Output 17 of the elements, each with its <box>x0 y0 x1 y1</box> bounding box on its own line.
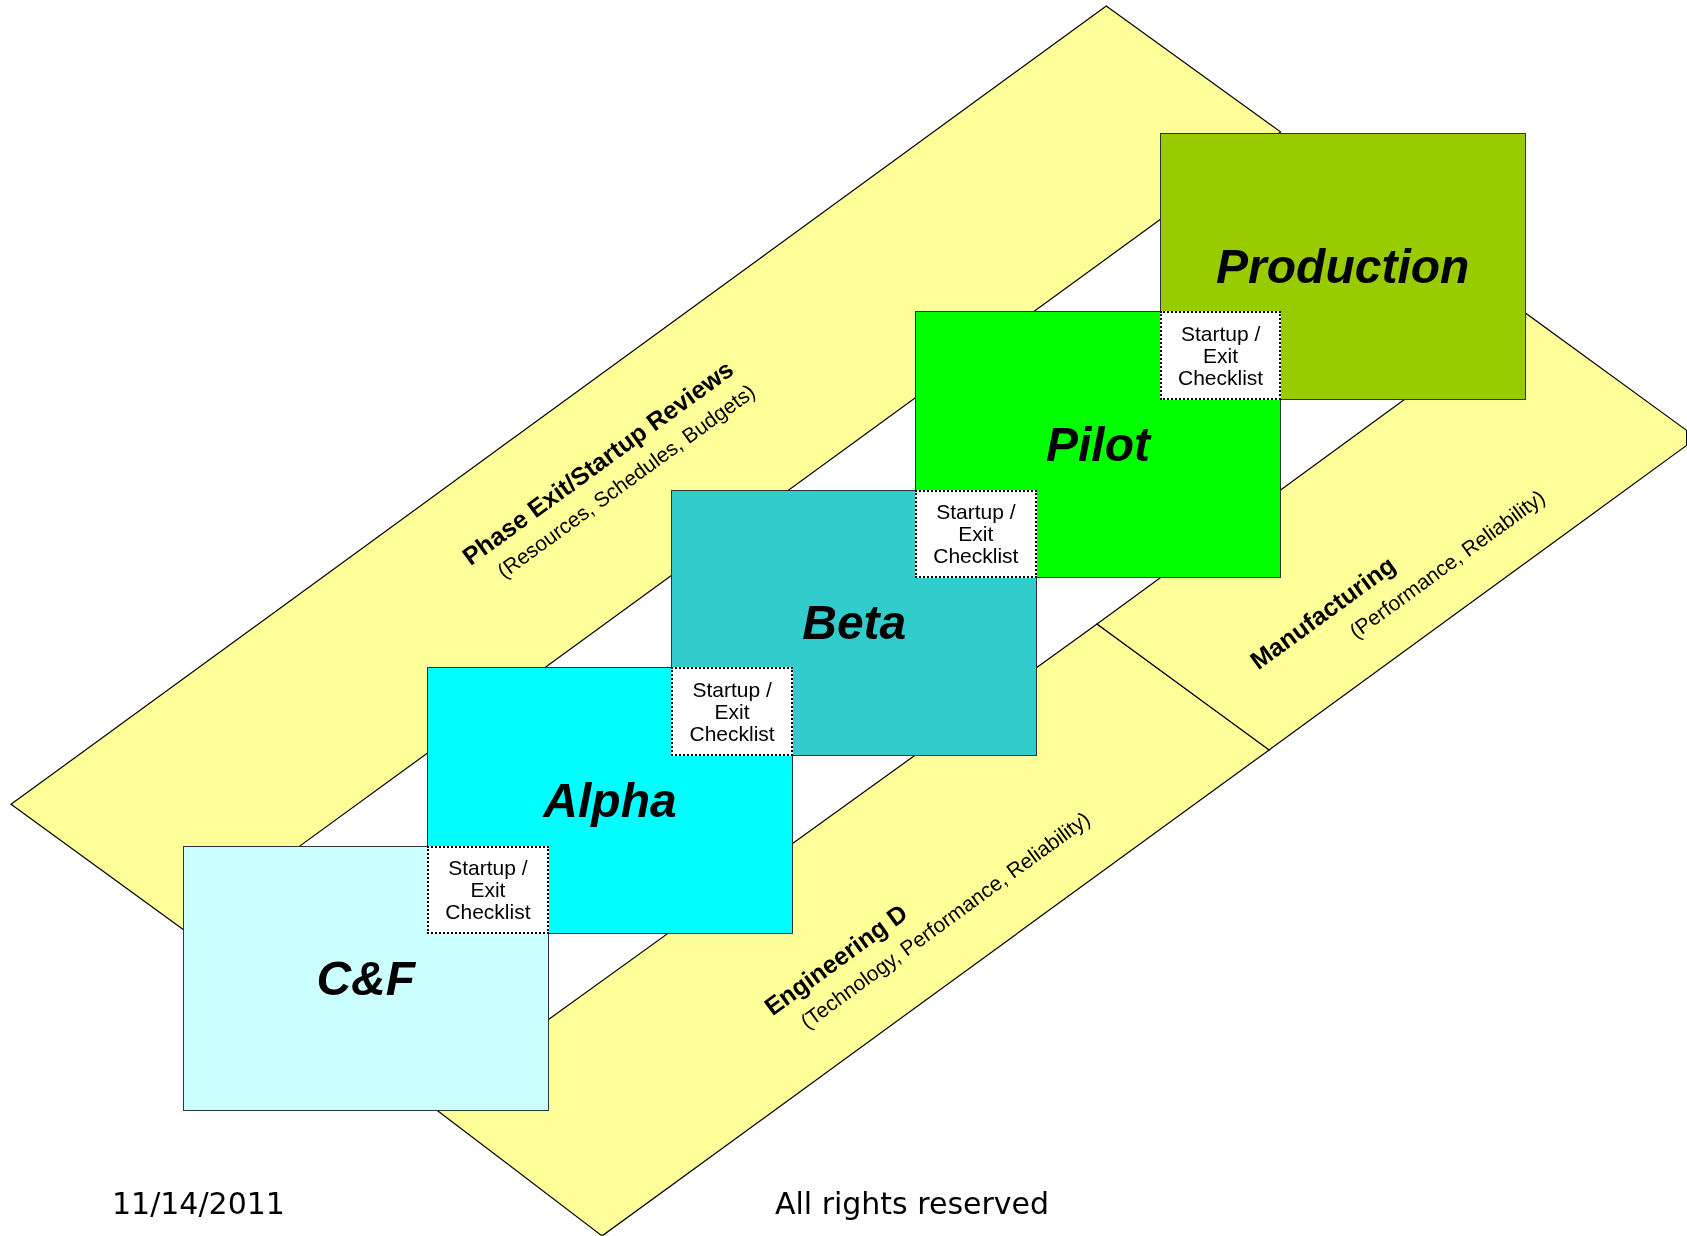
checklist-box <box>914 489 1038 578</box>
phase-name: Production <box>1216 239 1470 295</box>
phase-name: Alpha <box>543 772 677 828</box>
checklist-box <box>427 845 549 934</box>
phase-name: C&F <box>316 951 416 1006</box>
checklist-box <box>671 667 793 757</box>
checklist-label: Startup / Exit Checklist <box>688 678 776 745</box>
checklist-label: Startup / Exit Checklist <box>444 856 532 923</box>
date-label: 11/14/2011 <box>112 1186 285 1221</box>
phase-box <box>1159 133 1526 401</box>
phase-name: Beta <box>802 595 907 651</box>
checklist-label: Startup / Exit Checklist <box>1177 322 1265 389</box>
phase-name: Pilot <box>1045 416 1150 472</box>
checklist-box <box>1159 310 1282 401</box>
checklist-label: Startup / Exit Checklist <box>932 500 1020 567</box>
rights-note: All rights reserved <box>774 1186 1050 1221</box>
phase-box <box>182 845 549 1112</box>
